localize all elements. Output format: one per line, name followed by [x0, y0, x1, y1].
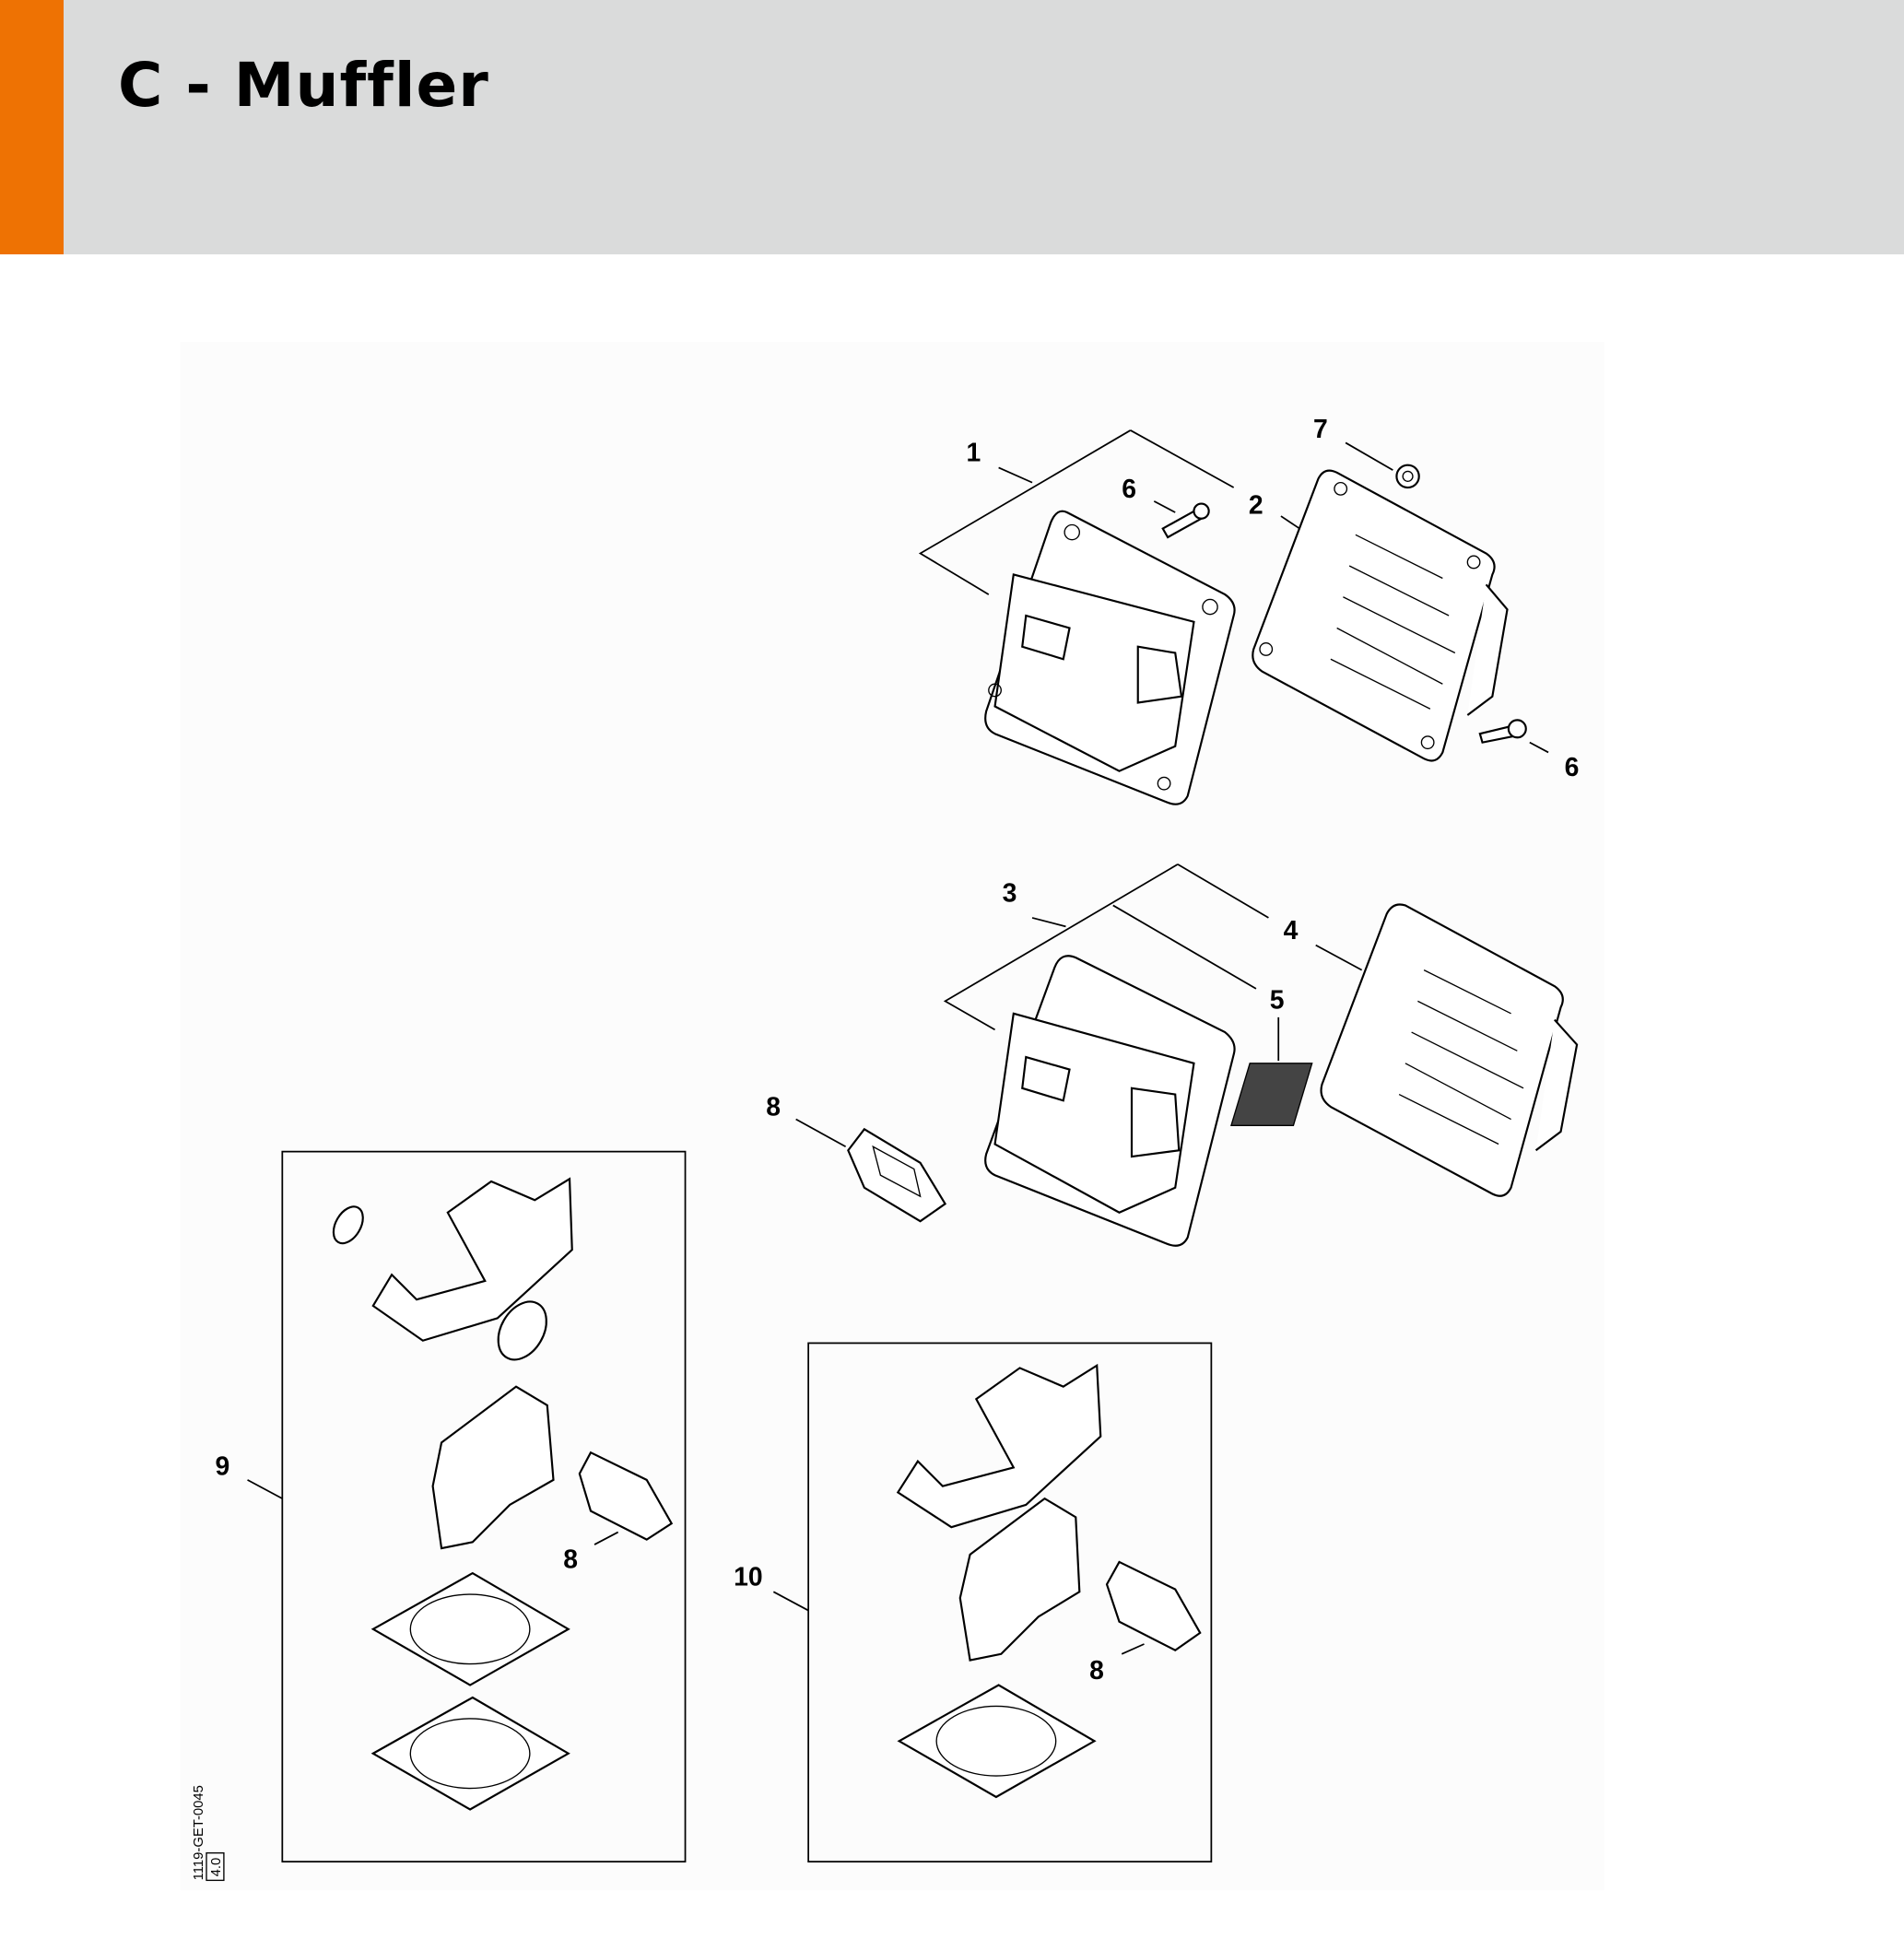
muffler-cover-2[interactable]: [1252, 469, 1509, 762]
callout-5[interactable]: 5: [1270, 985, 1285, 1015]
gasket-set-9-box[interactable]: [281, 1150, 687, 1863]
revision-label: 4.0: [209, 1858, 224, 1877]
gasket-set-10-parts: [896, 1363, 1202, 1799]
callout-7[interactable]: 7: [1313, 415, 1328, 444]
callout-2[interactable]: 2: [1249, 490, 1263, 520]
callout-8[interactable]: 8: [1089, 1656, 1104, 1686]
page-title: C - Muffler: [118, 50, 489, 121]
revision-box: [206, 1852, 225, 1882]
muffler-assembly-1[interactable]: [918, 429, 1236, 805]
drawing-code: 1119-GET-0045: [192, 1785, 206, 1880]
muffler-cover-4[interactable]: [1320, 903, 1579, 1197]
screw-6b[interactable]: [1478, 719, 1527, 744]
gasket-set-9-parts: [332, 1177, 674, 1811]
callout-8[interactable]: 8: [563, 1545, 578, 1575]
callout-3[interactable]: 3: [1003, 878, 1017, 908]
callout-6[interactable]: 6: [1565, 753, 1580, 782]
nut-7[interactable]: [1395, 464, 1420, 489]
spark-arrestor-screen-5[interactable]: [1230, 1063, 1313, 1126]
callout-1[interactable]: 1: [967, 439, 981, 468]
gasket-set-10-box[interactable]: [807, 1342, 1213, 1863]
screw-6a[interactable]: [1161, 502, 1210, 539]
callout-6[interactable]: 6: [1122, 475, 1136, 504]
header-accent-bar: [0, 0, 64, 254]
callout-9[interactable]: 9: [215, 1451, 229, 1481]
page-header: C - Muffler: [0, 0, 1904, 254]
callout-10[interactable]: 10: [734, 1563, 763, 1592]
callout-8[interactable]: 8: [766, 1092, 781, 1122]
callout-4[interactable]: 4: [1284, 916, 1299, 946]
gasket-8[interactable]: [847, 1127, 947, 1223]
leader-lines: [247, 441, 1549, 1655]
muffler-assembly-3[interactable]: [943, 863, 1269, 1247]
